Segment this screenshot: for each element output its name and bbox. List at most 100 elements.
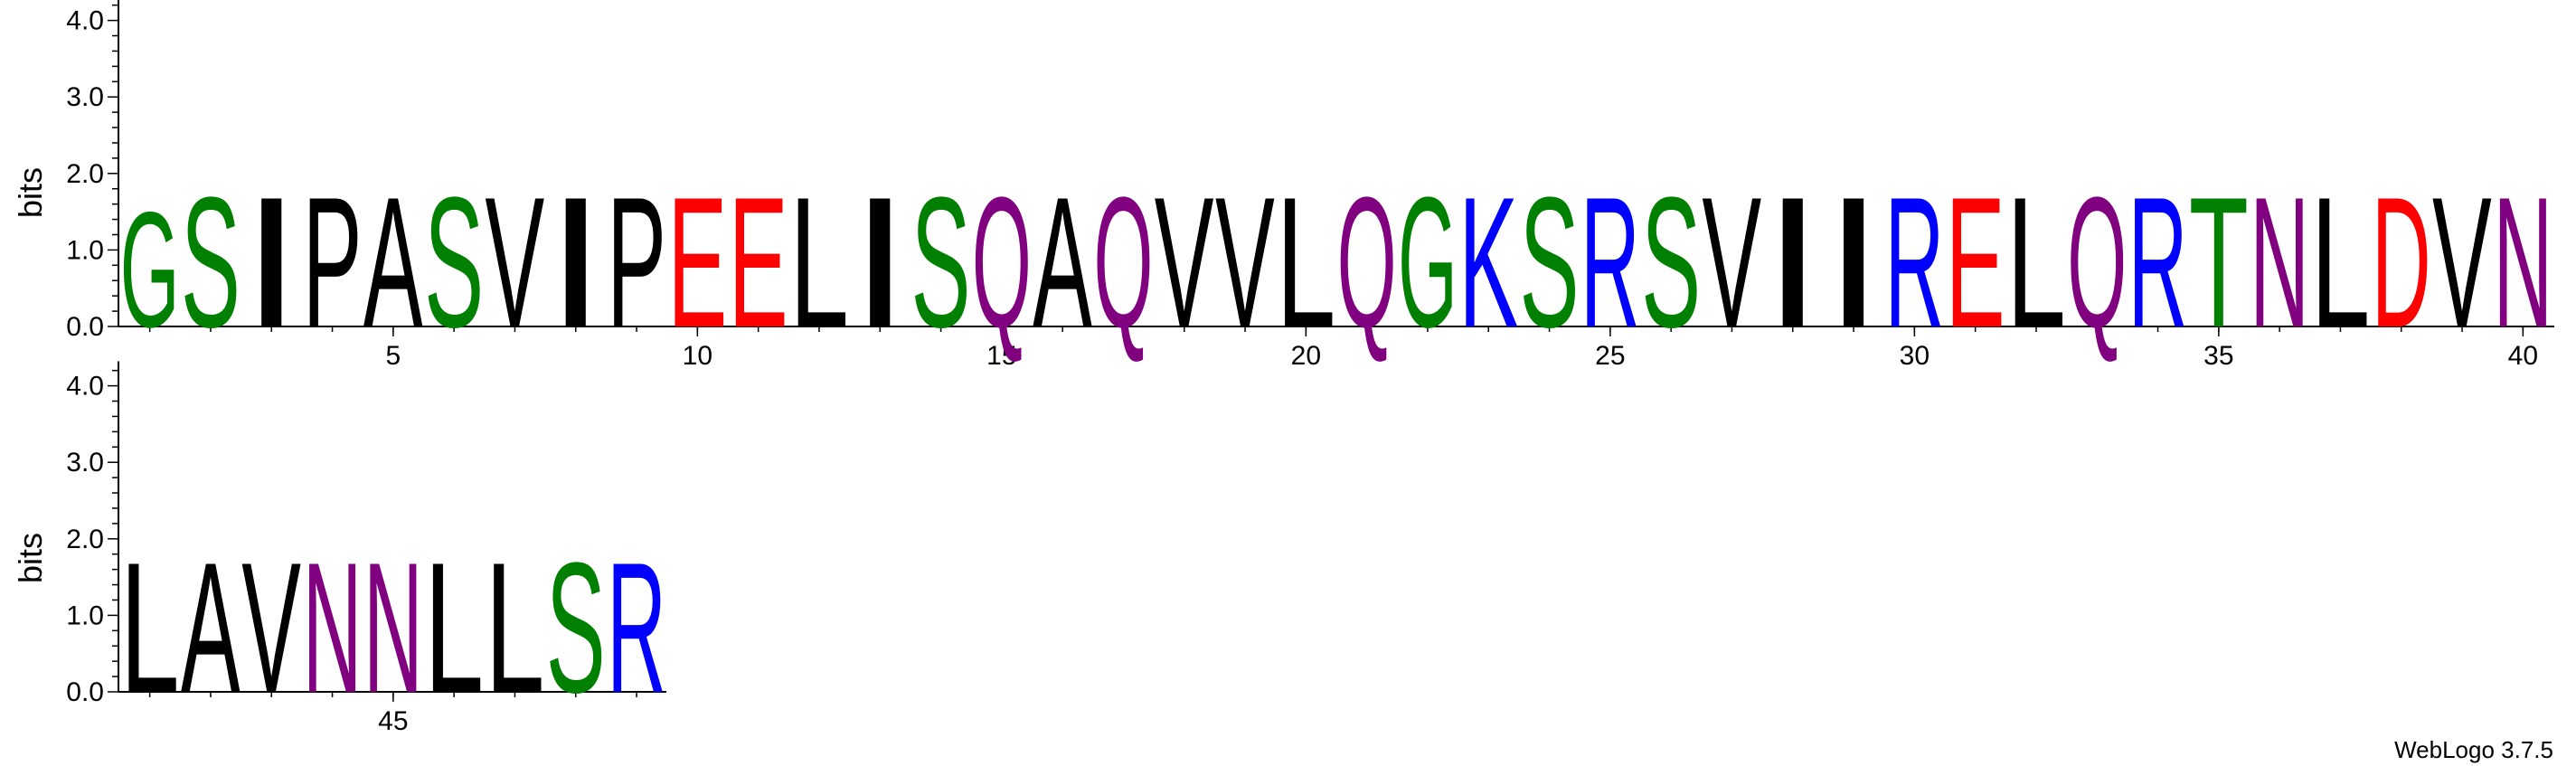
logo-letter: N <box>2493 158 2552 366</box>
logo-letter: I <box>241 159 301 367</box>
logo-letter: V <box>2432 159 2492 367</box>
logo-letter: N <box>2250 158 2309 366</box>
logo-letter-pos-29: I <box>1824 159 1883 367</box>
logo-letter: A <box>1033 159 1092 367</box>
x-tick-label: 35 <box>2203 341 2233 371</box>
logo-letter: G <box>120 178 180 363</box>
logo-letter: R <box>607 524 666 732</box>
logo-letter: L <box>789 158 849 366</box>
logo-letter-pos-36: N <box>2250 158 2309 366</box>
logo-letter: V <box>1702 159 1761 367</box>
logo-letter-pos-28: I <box>1763 159 1823 367</box>
logo-letter: S <box>424 159 484 366</box>
logo-letter: Q <box>1337 160 1397 367</box>
logo-letter-pos-24: S <box>1520 159 1580 366</box>
logo-letter-pos-34: R <box>2128 158 2188 366</box>
y-axis-label: bits <box>12 167 49 218</box>
logo-letter-pos-10: E <box>667 159 727 366</box>
logo-letter-pos-15: Q <box>972 160 1032 367</box>
logo-letter-pos-1: G <box>120 178 180 363</box>
logo-letter: V <box>1215 159 1275 367</box>
logo-letter: K <box>1458 159 1518 366</box>
logo-letter: S <box>911 159 971 366</box>
logo-letter: S <box>181 159 241 366</box>
logo-letter-pos-7: V <box>485 159 544 367</box>
logo-letter-pos-8: I <box>546 159 606 367</box>
y-tick-label: 4.0 <box>66 6 104 36</box>
logo-letter: P <box>303 159 363 366</box>
logo-letter-pos-32: L <box>2006 158 2066 366</box>
logo-letter: Q <box>972 160 1032 367</box>
logo-letter: I <box>1824 159 1883 367</box>
x-tick-label: 5 <box>386 341 401 371</box>
logo-letter: L <box>2310 158 2370 366</box>
logo-letter-pos-3: I <box>241 159 301 367</box>
x-tick-label: 15 <box>986 341 1016 371</box>
logo-letter-pos-26: S <box>1641 159 1701 366</box>
y-tick-label: 2.0 <box>66 159 104 189</box>
logo-letter: L <box>1276 158 1335 366</box>
logo-letter-pos-20: L <box>1276 158 1335 366</box>
logo-letter: V <box>485 159 544 367</box>
logo-letter-pos-18: V <box>1155 159 1214 367</box>
logo-letter-pos-31: E <box>1946 159 2005 366</box>
logo-letter: A <box>181 525 241 733</box>
logo-letter-pos-17: Q <box>1093 160 1153 367</box>
logo-letter-pos-40: N <box>2493 158 2552 366</box>
logo-letter-pos-46: L <box>424 524 484 732</box>
logo-letter-pos-39: V <box>2432 159 2492 367</box>
logo-letter-pos-22: G <box>1398 160 1458 367</box>
logo-letter: Q <box>1093 160 1153 367</box>
logo-letter-pos-27: V <box>1702 159 1761 367</box>
logo-letter: E <box>1946 159 2005 366</box>
logo-letter-pos-37: L <box>2310 158 2370 366</box>
y-tick-label: 0.0 <box>66 312 104 342</box>
y-tick-label: 1.0 <box>66 235 104 265</box>
logo-letter: S <box>1641 159 1701 366</box>
logo-letter-pos-48: S <box>546 525 606 732</box>
logo-letter-pos-2: S <box>181 159 241 366</box>
logo-letter: T <box>2189 157 2249 365</box>
logo-letter: L <box>485 524 544 732</box>
logo-letter-pos-4: P <box>303 159 363 366</box>
logo-letter: R <box>1884 158 1944 366</box>
logo-letter-pos-5: A <box>363 159 423 367</box>
logo-letter-pos-13: I <box>850 159 910 367</box>
logo-letter-pos-41: L <box>120 524 180 732</box>
logo-letter-pos-42: A <box>181 525 241 733</box>
logo-letter-pos-30: R <box>1884 158 1944 366</box>
logo-letter-pos-21: Q <box>1337 160 1397 367</box>
logo-letter-pos-25: R <box>1581 158 1640 366</box>
logo-letter-pos-16: A <box>1033 159 1092 367</box>
logo-letter-pos-47: L <box>485 524 544 732</box>
logo-letter: E <box>729 159 788 366</box>
logo-letter-pos-6: S <box>424 159 484 366</box>
logo-letter-pos-23: K <box>1458 159 1518 366</box>
logo-letter-pos-11: E <box>729 159 788 366</box>
logo-letter-pos-12: L <box>789 158 849 366</box>
logo-letter: E <box>667 159 727 366</box>
logo-letter: S <box>546 525 606 732</box>
logo-letter: Q <box>2067 160 2127 367</box>
logo-letter: R <box>1581 158 1640 366</box>
logo-letter-pos-14: S <box>911 159 971 366</box>
logo-letter-pos-33: Q <box>2067 160 2127 367</box>
logo-letter: V <box>1155 159 1214 367</box>
y-tick-label: 3.0 <box>66 448 104 478</box>
x-tick-label: 40 <box>2508 341 2538 371</box>
y-tick-label: 1.0 <box>66 601 104 630</box>
x-tick-label: 30 <box>1900 341 1930 371</box>
logo-letter-pos-35: T <box>2189 157 2249 365</box>
weblogo-credit: WebLogo 3.7.5 <box>2394 736 2553 763</box>
y-tick-label: 4.0 <box>66 372 104 402</box>
y-axis-label: bits <box>12 533 49 583</box>
logo-letter: I <box>546 159 606 367</box>
y-tick-label: 2.0 <box>66 525 104 554</box>
logo-letter: L <box>120 524 180 732</box>
logo-letter-pos-44: N <box>303 524 363 732</box>
logo-letter: N <box>303 524 363 732</box>
logo-letter-pos-19: V <box>1215 159 1275 367</box>
